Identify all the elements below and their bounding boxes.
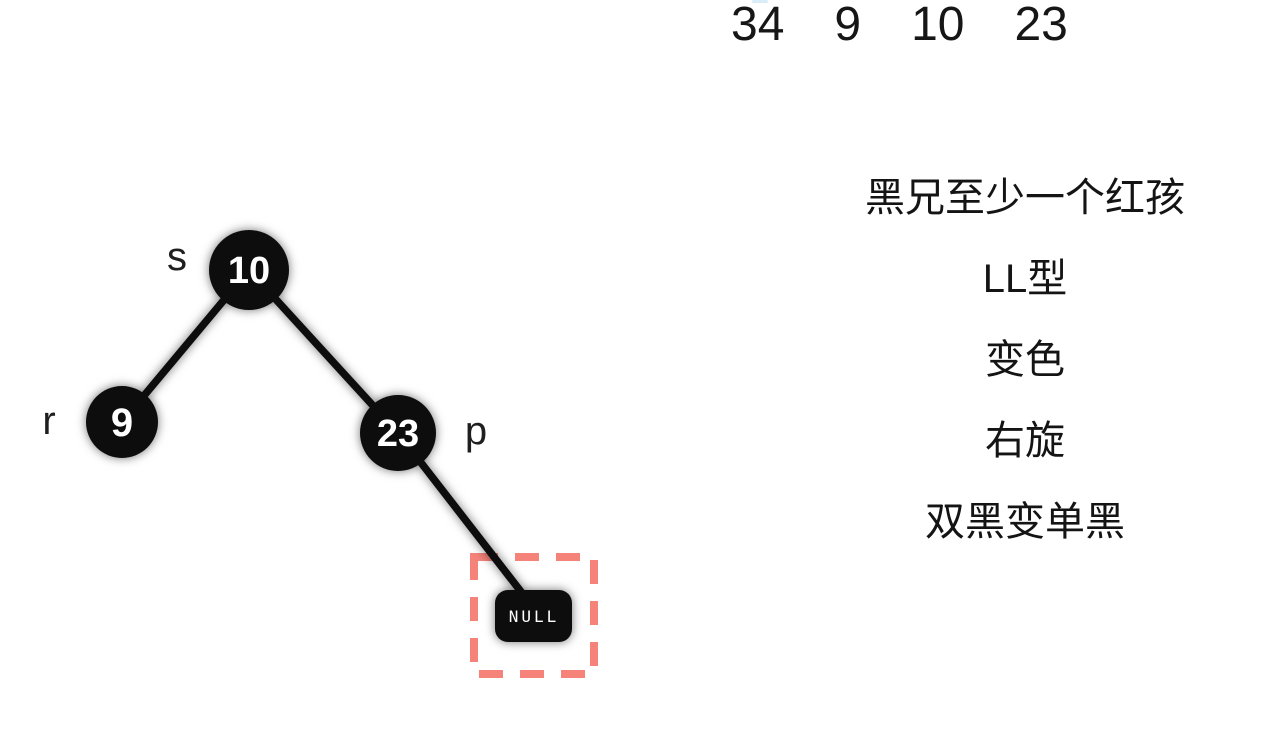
annotation-recolor: 变色 bbox=[985, 338, 1065, 382]
null-node bbox=[495, 590, 572, 642]
tree-node-p bbox=[360, 395, 436, 471]
tree-node-r bbox=[86, 386, 158, 458]
value-item: 9 bbox=[834, 0, 862, 51]
red-black-tree-diagram: 10 9 23 NULL s r p bbox=[42, 230, 598, 678]
node-p-value: 23 bbox=[377, 413, 419, 455]
annotation-case: 黑兄至少一个红孩 bbox=[865, 176, 1185, 220]
null-node-label: NULL bbox=[509, 607, 560, 626]
node-s-value: 10 bbox=[228, 250, 270, 292]
annotation-list: 黑兄至少一个红孩 LL型 变色 右旋 双黑变单黑 bbox=[845, 176, 1205, 544]
top-edge-artifact bbox=[752, 0, 768, 3]
value-item: 10 bbox=[911, 0, 965, 51]
annotation-ll-type: LL型 bbox=[982, 257, 1068, 301]
null-highlight-dashed-box bbox=[470, 553, 598, 678]
annotation-double-black: 双黑变单黑 bbox=[925, 500, 1125, 544]
pointer-label-s: s bbox=[167, 235, 187, 279]
value-item: 23 bbox=[1014, 0, 1068, 51]
node-r-value: 9 bbox=[111, 401, 133, 445]
annotation-right-rotate: 右旋 bbox=[985, 419, 1065, 463]
values-row: 34 9 10 23 bbox=[731, 0, 1068, 53]
pointer-label-p: p bbox=[465, 409, 487, 453]
value-item: 34 bbox=[731, 0, 785, 51]
pointer-label-r: r bbox=[42, 399, 55, 443]
tree-node-s bbox=[209, 230, 289, 310]
